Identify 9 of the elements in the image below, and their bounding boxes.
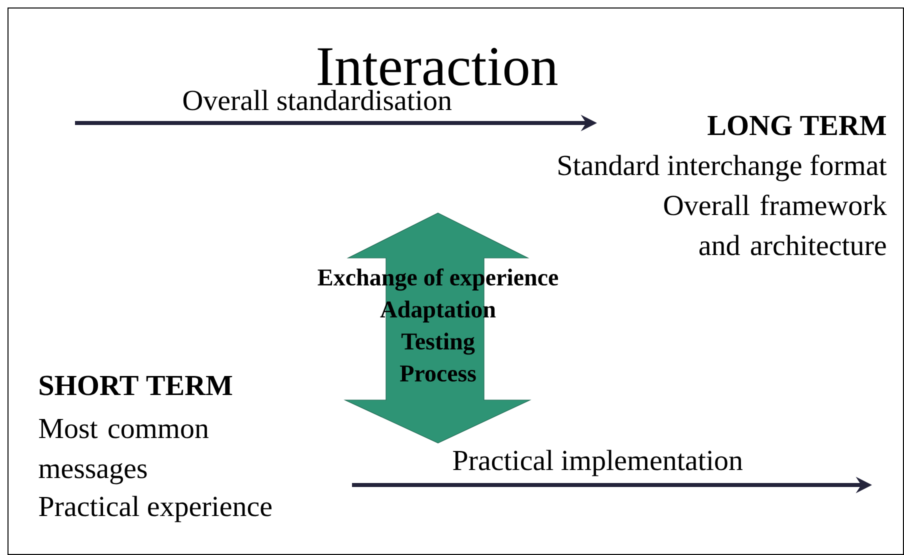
heading: LONG TERM [708,116,886,136]
arrow-label: Practical implementation [453,450,743,476]
heading: SHORT TERM [40,376,232,396]
text-line: Practical experience [39,496,272,522]
text-line: Standard interchange format [558,154,887,182]
arrow-label: Overall standardisation [183,90,452,110]
text-line: Most common messages [38,419,209,484]
title: Interaction [318,48,558,86]
text-line: Overall framework and architecture [664,194,887,256]
